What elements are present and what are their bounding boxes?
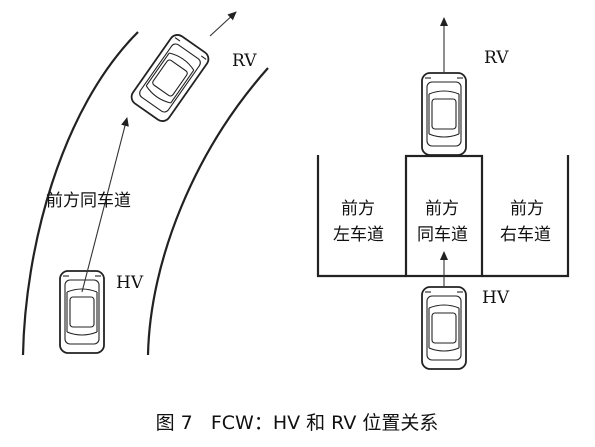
- left-lane-label: 前方同车道: [46, 191, 131, 211]
- right-right-lane-line2: 右车道: [500, 225, 551, 245]
- right-diagram: RV HV 前方 左车道 前方 同车道 前方 右车道: [316, 17, 570, 370]
- left-hv-car: [59, 270, 105, 354]
- figure-caption: 图 7 FCW：HV 和 RV 位置关系: [156, 412, 439, 434]
- right-rv-car: [421, 72, 467, 156]
- left-rv-label: RV: [232, 51, 257, 71]
- left-rv-heading-arrow: [209, 11, 237, 37]
- right-center-lane-line2: 同车道: [417, 225, 468, 245]
- right-rv-label: RV: [484, 48, 509, 68]
- left-hv-label: HV: [116, 273, 144, 293]
- left-road-inner-edge: [146, 67, 269, 356]
- right-right-lane-line1: 前方: [510, 199, 544, 219]
- left-road-outer-edge: [21, 31, 139, 356]
- right-right-lane-boundary: [482, 155, 570, 278]
- right-left-lane-line2: 左车道: [333, 225, 384, 245]
- right-hv-car: [421, 286, 467, 370]
- right-hv-label: HV: [482, 288, 510, 308]
- left-hv-to-rv-arrow: [81, 117, 129, 293]
- left-rv-car: [127, 30, 213, 126]
- right-left-lane-line1: 前方: [341, 199, 375, 219]
- right-left-lane-boundary: [316, 155, 406, 278]
- right-center-lane-line1: 前方: [425, 199, 459, 219]
- left-diagram: RV HV 前方同车道: [21, 11, 269, 356]
